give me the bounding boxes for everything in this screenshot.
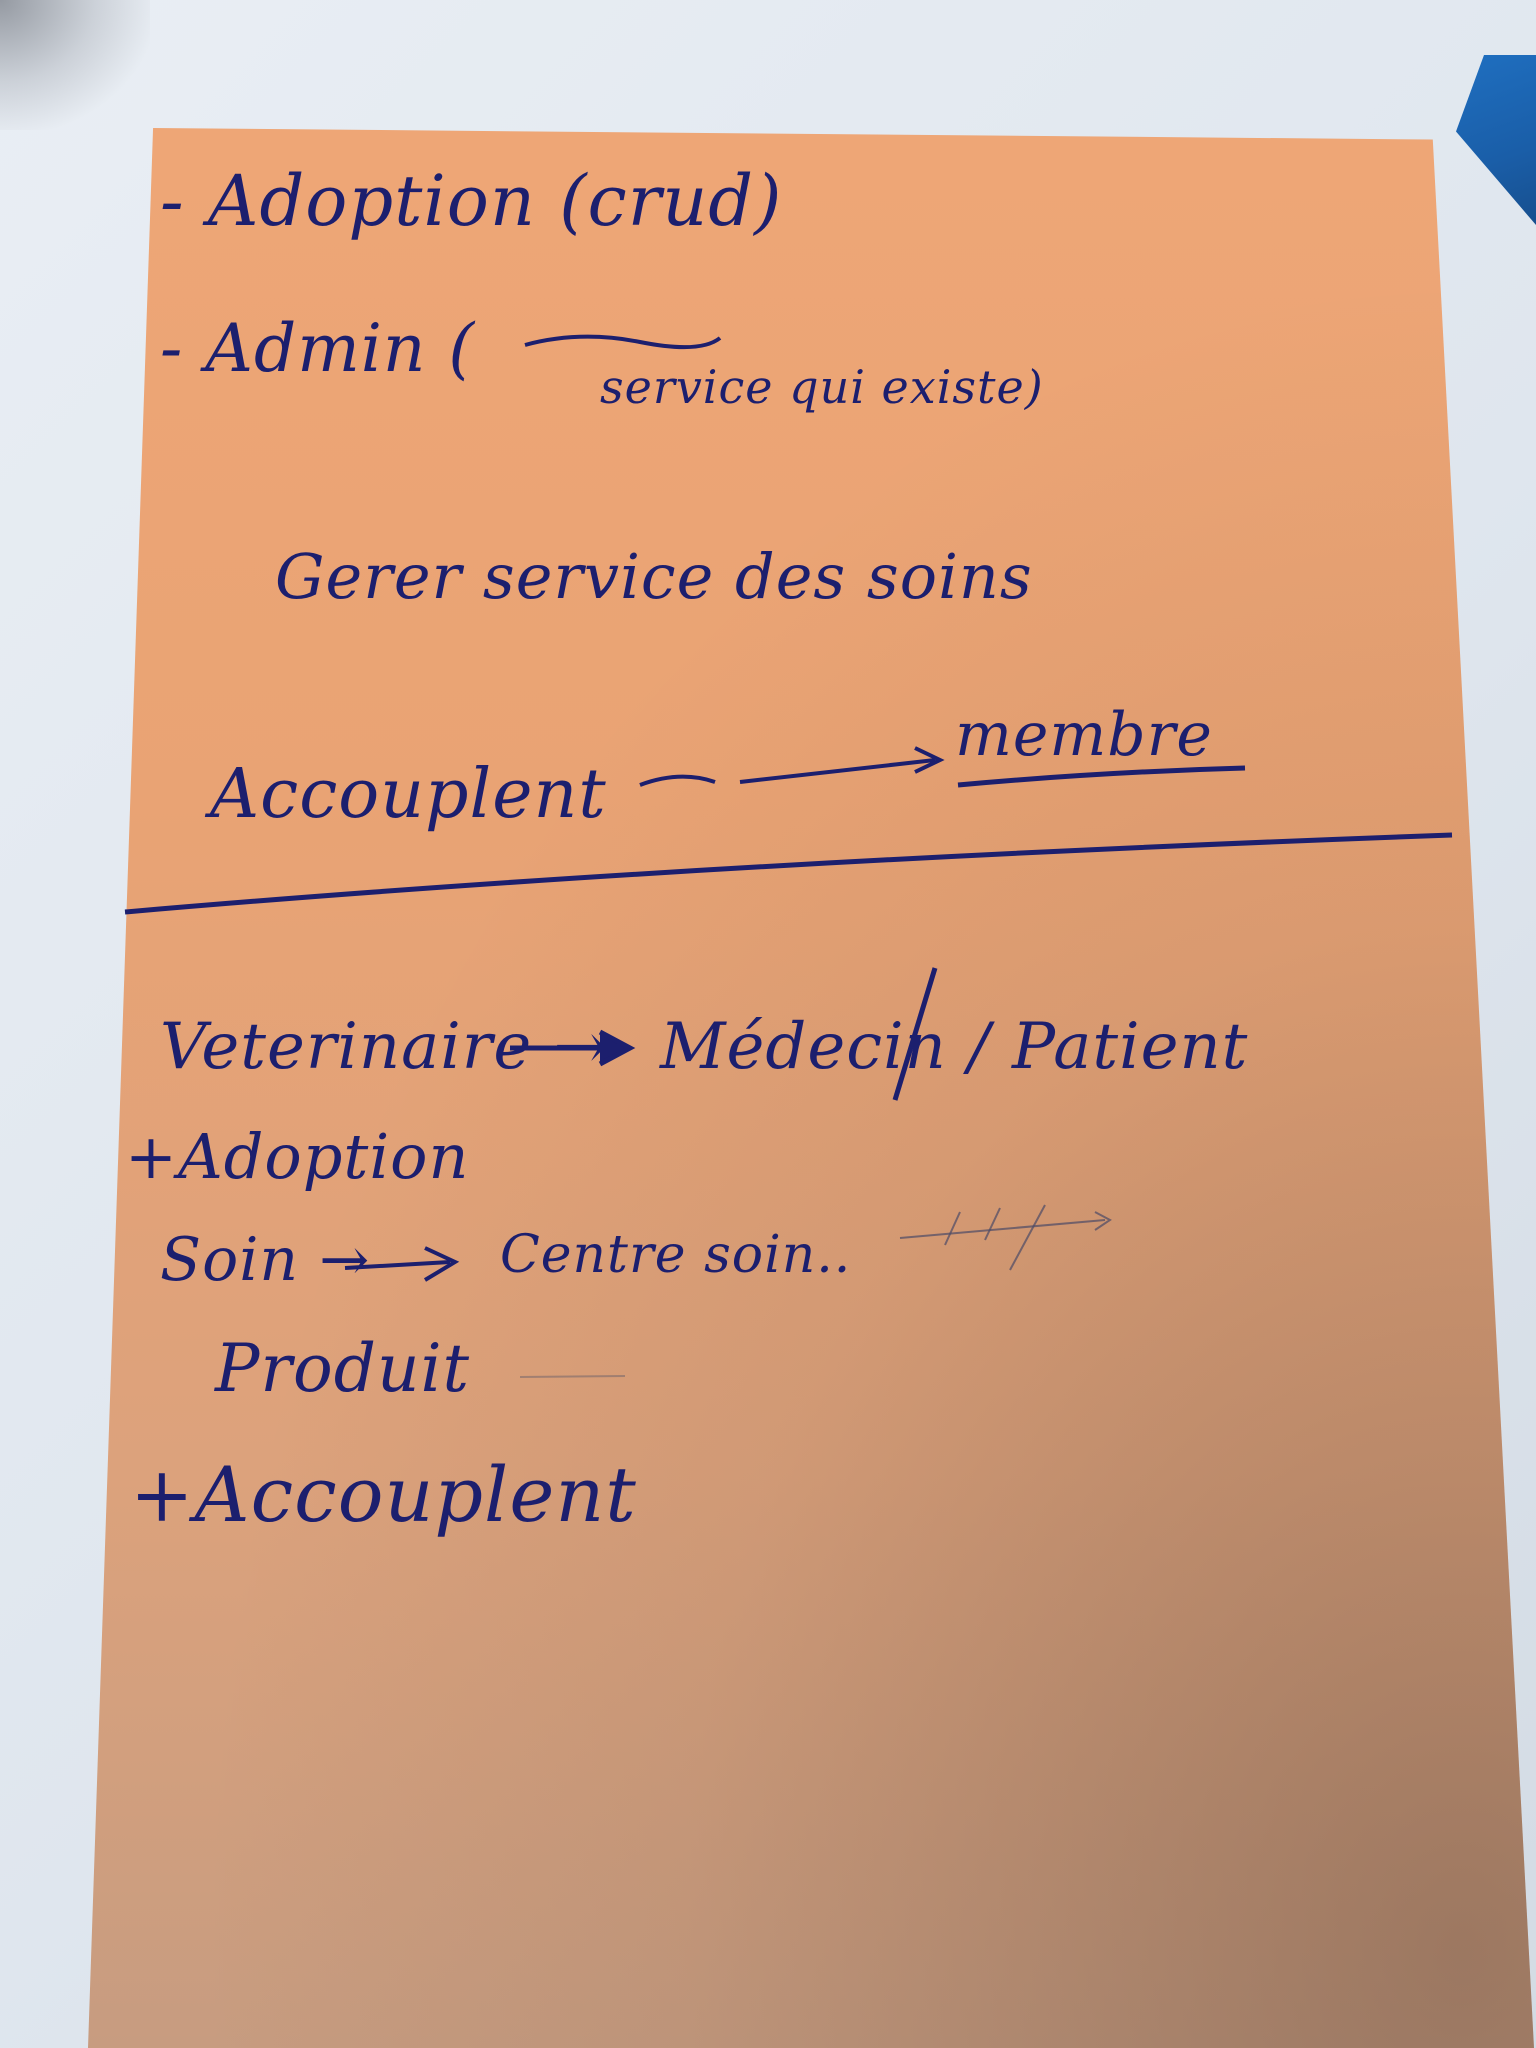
note-line-adoption-crud: - Adoption (crud) <box>160 160 783 242</box>
note-line-membre: membre <box>955 700 1213 770</box>
note-line-plus-accouplent: +Accouplent <box>130 1450 637 1539</box>
note-line-veterinaire: Veterinaire → <box>160 1010 609 1084</box>
note-line-soin: Soin → <box>160 1225 371 1295</box>
note-line-accouplent: Accouplent <box>210 755 607 834</box>
orange-paper-sheet <box>88 128 1534 2048</box>
note-line-produit: Produit <box>215 1330 471 1407</box>
note-line-centre-soin: Centre soin.. <box>500 1225 852 1285</box>
note-line-admin-detail: service qui existe) <box>600 360 1044 414</box>
desk-shadow <box>0 0 150 130</box>
note-line-medecin-patient: Médecin / Patient <box>660 1010 1249 1084</box>
blue-folder-corner <box>1456 55 1536 225</box>
note-line-admin: - Admin ( <box>160 310 476 387</box>
note-line-plus-adoption: +Adoption <box>125 1120 470 1193</box>
note-line-gerer-service: Gerer service des soins <box>275 540 1033 613</box>
